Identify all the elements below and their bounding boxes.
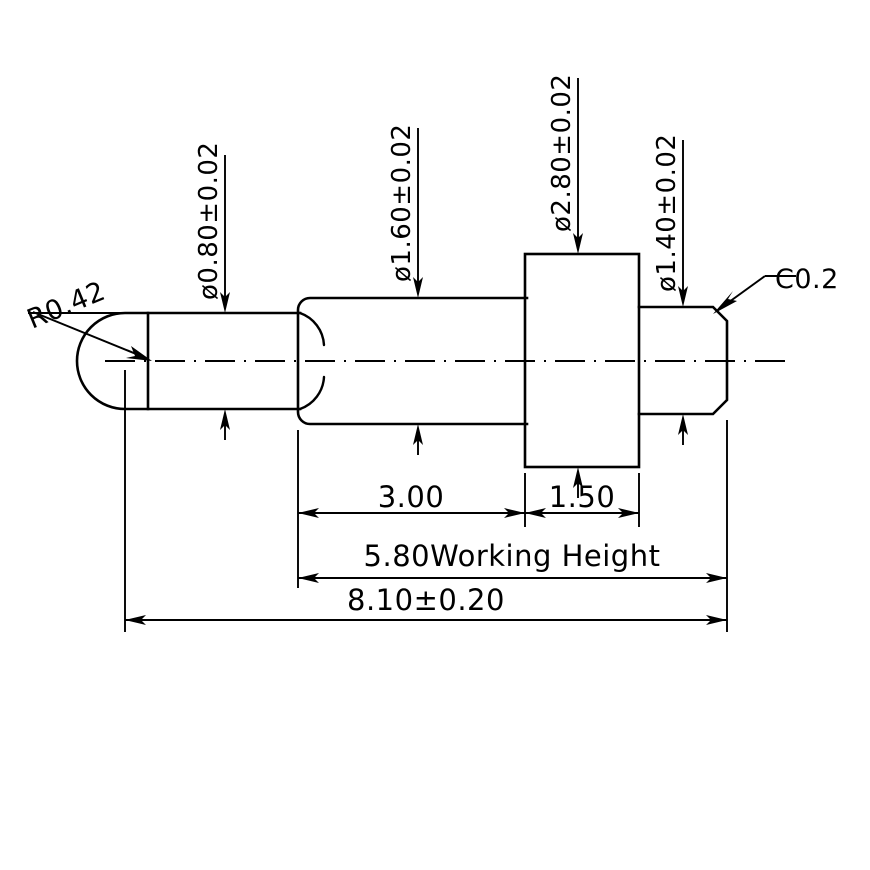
extension-lines-group xyxy=(124,370,728,632)
dimension-working-height: 5.80Working Height xyxy=(298,539,727,583)
dimension-overall-length: 8.10±0.20 xyxy=(125,583,727,625)
overall-length-arrow-right xyxy=(706,615,727,625)
flange-length-arrow-left xyxy=(525,508,546,518)
flange-length-label: 1.50 xyxy=(549,480,616,514)
tail-dia-arrow-lower xyxy=(678,414,688,435)
tail-pin-outline xyxy=(637,305,729,416)
radius-leader-line xyxy=(32,311,147,359)
tail-dia-label: ø1.40±0.02 xyxy=(652,134,682,292)
working-height-arrow-right xyxy=(706,573,727,583)
barrel-dia-arrow-upper xyxy=(413,277,423,298)
dimension-flange-dia: ø2.80±0.02 xyxy=(547,74,583,498)
barrel-dia-arrow-lower xyxy=(413,424,423,445)
plunger-dia-arrow-upper xyxy=(220,292,230,313)
dimension-tail-dia: ø1.40±0.02 xyxy=(652,134,688,445)
barrel-dia-label: ø1.60±0.02 xyxy=(387,124,417,282)
barrel-outline xyxy=(296,296,529,426)
chamfer-leader-arrowhead xyxy=(713,291,737,314)
radius-leader-arrowhead xyxy=(126,346,152,361)
chamfer-callout-label: C0.2 xyxy=(775,264,839,295)
overall-length-label: 8.10±0.20 xyxy=(347,583,505,617)
part-geometry-group xyxy=(75,252,729,469)
dimension-plunger-tip-dia: ø0.80±0.02 xyxy=(194,142,230,440)
plunger-tip-outline xyxy=(75,311,150,411)
crimp-arc-upper xyxy=(298,311,326,347)
barrel-length-arrow-left xyxy=(298,508,319,518)
flange-length-arrow-right xyxy=(618,508,639,518)
flange-dia-arrow-upper xyxy=(573,233,583,254)
dimension-barrel-dia: ø1.60±0.02 xyxy=(387,124,423,455)
barrel-length-label: 3.00 xyxy=(378,480,445,514)
working-height-label: 5.80Working Height xyxy=(364,539,661,573)
chamfer-callout-group: C0.2 xyxy=(713,264,839,314)
plunger-dia-arrow-lower xyxy=(220,409,230,430)
flange-outline xyxy=(523,252,641,469)
barrel-length-arrow-right xyxy=(504,508,525,518)
overall-length-arrow-left xyxy=(125,615,146,625)
flange-dia-arrow-lower xyxy=(573,467,583,488)
flange-dia-label: ø2.80±0.02 xyxy=(547,74,577,232)
dimension-barrel-length: 3.00 xyxy=(298,480,525,518)
crimp-arc-lower xyxy=(298,375,326,411)
dimension-flange-length: 1.50 xyxy=(525,480,639,518)
radius-callout-group: R0.42 xyxy=(23,276,152,361)
plunger-dia-label: ø0.80±0.02 xyxy=(194,142,224,300)
tail-dia-arrow-upper xyxy=(678,286,688,307)
working-height-arrow-left xyxy=(298,573,319,583)
plunger-shank-outline xyxy=(146,311,302,411)
